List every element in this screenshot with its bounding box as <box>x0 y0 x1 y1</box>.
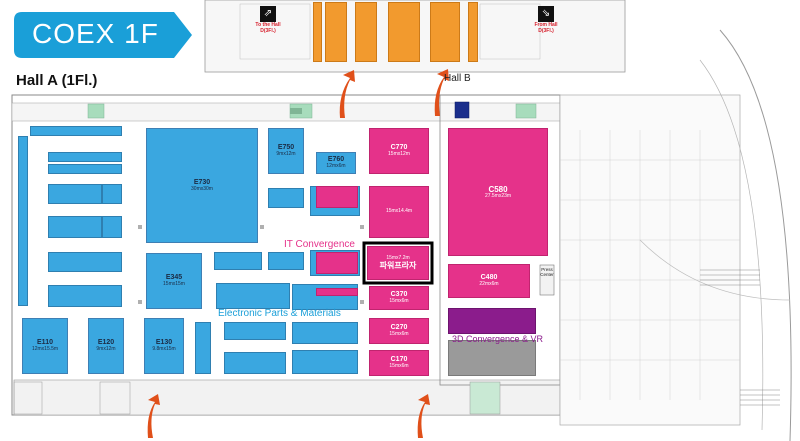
booth-e120[interactable]: E120 9mx12m <box>88 318 124 374</box>
small-booth[interactable] <box>48 285 122 307</box>
small-booth[interactable] <box>292 322 358 344</box>
small-booth[interactable] <box>48 252 122 272</box>
small-booth[interactable] <box>48 164 122 174</box>
entrance-arrows <box>147 69 449 438</box>
booth-c170[interactable]: C170 15mx6m <box>369 350 429 376</box>
title-badge-shape <box>14 12 192 58</box>
small-booth[interactable] <box>224 322 286 340</box>
booth-code: E760 <box>327 156 345 164</box>
from-hall-d-sign: ⇘ From Hall D(3Fl.) <box>527 6 565 34</box>
booth-e110[interactable]: E110 12mx15.5m <box>22 318 68 374</box>
booth-gray-zone[interactable] <box>448 340 536 376</box>
booth-size: 15mx12m <box>388 151 410 158</box>
booth-c771[interactable]: 15mx14.4m <box>369 186 429 238</box>
booth-code: C270 <box>390 324 408 332</box>
escalator-icon: ⇘ <box>538 6 554 22</box>
booth-size: 9.8mx15m <box>152 346 176 353</box>
left-wall-booths <box>18 136 28 306</box>
small-booth[interactable] <box>102 184 122 204</box>
small-booth[interactable] <box>214 252 262 270</box>
booth-e130[interactable]: E130 9.8mx15m <box>144 318 184 374</box>
orange-booth-column[interactable] <box>325 2 347 62</box>
booth-code: E110 <box>37 339 53 347</box>
small-booth[interactable] <box>224 352 286 374</box>
hall-b-label: Hall B <box>444 73 471 84</box>
booth-size: 22mx6m <box>479 281 499 288</box>
booth-code: C170 <box>390 356 408 364</box>
title-badge: COEX 1F <box>14 12 192 58</box>
small-booth[interactable] <box>48 152 122 162</box>
booth-code: E120 <box>97 339 115 347</box>
left-booth-grid <box>30 126 122 276</box>
booth-size: 15mx14.4m <box>385 208 413 215</box>
booth-code: C580 <box>488 184 508 194</box>
orange-booth-column[interactable] <box>468 2 478 62</box>
escalator-icon: ⇗ <box>260 6 276 22</box>
small-booth[interactable] <box>195 322 211 374</box>
pink-small-booth[interactable] <box>316 288 358 296</box>
small-booth[interactable] <box>216 283 290 309</box>
small-booth[interactable] <box>18 136 28 306</box>
small-booth[interactable] <box>48 184 102 204</box>
booth-size: 15mx6m <box>389 298 409 305</box>
booth-highlight[interactable]: 15mx7.2m 파워프라자 <box>367 246 429 280</box>
small-booth[interactable] <box>292 350 358 374</box>
small-booth[interactable] <box>48 216 102 238</box>
booth-code: C480 <box>480 274 498 282</box>
booth-c270[interactable]: C270 15mx6m <box>369 318 429 344</box>
zone-label-electronic: Electronic Parts & Materials <box>218 308 341 319</box>
to-hall-d-sign: ⇗ To the Hall D(3Fl.) <box>250 6 286 34</box>
small-booth[interactable] <box>268 252 304 270</box>
small-booth[interactable] <box>102 216 122 238</box>
small-booth[interactable] <box>30 126 122 136</box>
booth-name: 파워프라자 <box>379 261 417 271</box>
booth-vr-zone[interactable] <box>448 308 536 334</box>
booth-e750[interactable]: E750 9mx12m <box>268 128 304 174</box>
map-title: COEX 1F <box>32 18 159 49</box>
booth-e760[interactable]: E760 12mx6m <box>316 152 356 174</box>
orange-booth-column[interactable] <box>313 2 322 62</box>
booth-size: 12mx15.5m <box>31 346 59 353</box>
zone-label-it: IT Convergence <box>284 239 355 250</box>
zone-label-vr: 3D Convergence & VR <box>452 334 544 344</box>
booth-c370[interactable]: C370 15mx6m <box>369 286 429 310</box>
pink-small-booth[interactable] <box>316 186 358 208</box>
booth-c480[interactable]: C480 22mx6m <box>448 264 530 298</box>
booth-size: 27.5mx23m <box>484 192 512 199</box>
booth-code: C370 <box>390 291 408 299</box>
booth-code: E130 <box>155 339 173 347</box>
to-hall-d-text: To the Hall D(3Fl.) <box>255 22 281 34</box>
booth-size: 15mx6m <box>389 331 409 338</box>
booth-size: 12mx6m <box>326 163 346 170</box>
booth-size: 9mx12m <box>276 151 296 158</box>
pink-small-booth[interactable] <box>316 252 358 274</box>
booth-code: E345 <box>165 274 183 282</box>
press-center-label: Press Center <box>540 267 554 277</box>
booth-code: E750 <box>277 144 295 152</box>
booth-e730[interactable]: E730 30mx30m <box>146 128 258 243</box>
orange-booth-column[interactable] <box>388 2 420 62</box>
booth-c580[interactable]: C580 27.5mx23m <box>448 128 548 256</box>
booth-code: E730 <box>193 178 211 186</box>
booth-size: 15mx7.2m <box>386 254 410 261</box>
booth-e345[interactable]: E345 15mx15m <box>146 253 202 309</box>
orange-booth-column[interactable] <box>430 2 460 62</box>
booth-size: 30mx30m <box>191 185 213 192</box>
from-hall-d-text: From Hall D(3Fl.) <box>534 22 558 34</box>
booth-size: 15mx15m <box>163 281 185 288</box>
booth-size: 9mx12m <box>96 346 116 353</box>
orange-booth-column[interactable] <box>355 2 377 62</box>
booth-size: 15mx6m <box>389 363 409 370</box>
booth-c770[interactable]: C770 15mx12m <box>369 128 429 174</box>
hall-a-label: Hall A (1Fl.) <box>16 72 98 89</box>
small-booth[interactable] <box>268 188 304 208</box>
booth-code: C770 <box>390 144 408 152</box>
